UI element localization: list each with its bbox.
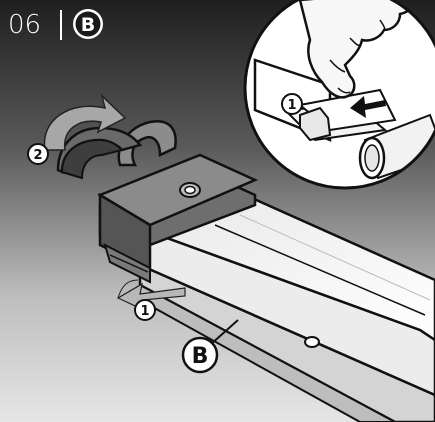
part-badge-letter: B — [81, 14, 95, 36]
svg-text:1: 1 — [287, 98, 296, 113]
screw-icon — [179, 182, 201, 198]
svg-text:1: 1 — [140, 304, 149, 319]
pull-arrow-icon — [116, 279, 186, 312]
hand-icon — [298, 0, 418, 99]
inset-border — [243, 0, 435, 190]
inset-tube-end — [358, 113, 435, 180]
detail-inset: 1 — [243, 0, 435, 190]
part-b-callout: B — [181, 319, 239, 374]
step-header: 06 B — [8, 9, 103, 40]
latch — [299, 106, 332, 142]
rotate-step-callout: 2 — [27, 143, 49, 165]
pull-step-callout: 1 — [134, 299, 156, 321]
inset-step-callout: 1 — [281, 93, 303, 115]
svg-text:B: B — [192, 344, 209, 369]
tube-b — [138, 193, 435, 422]
tube-hole — [304, 336, 320, 348]
step-number: 06 — [8, 10, 41, 40]
part-badge-inner — [75, 11, 101, 37]
svg-text:2: 2 — [33, 148, 42, 163]
press-arrow-icon — [350, 96, 386, 118]
header-divider — [60, 10, 62, 40]
curved-rotate-arrow-icon — [43, 93, 127, 151]
clamp-assembly — [56, 119, 259, 284]
